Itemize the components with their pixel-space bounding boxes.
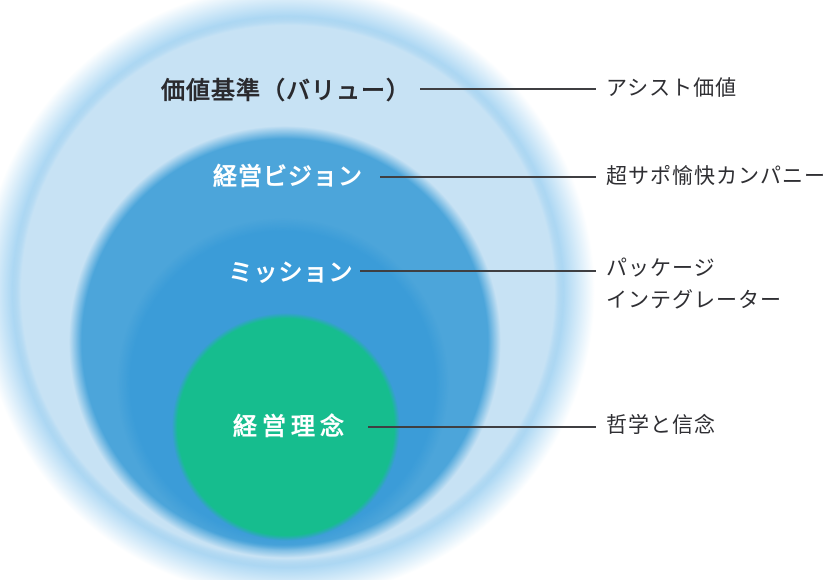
annotation-philosophy: 哲学と信念 [606,414,716,437]
connector-line-philosophy [368,426,596,428]
annotation-mission: パッケージ インテグレーター [606,253,782,317]
ring-philosophy-label: 経営理念 [233,413,349,441]
ring-philosophy-circle [172,313,400,541]
connector-line-mission [360,270,596,272]
annotation-mission-line1: パッケージ [606,257,716,280]
connector-line-vision [380,176,596,178]
ring-mission-label: ミッション [228,259,354,287]
ring-vision-label: 経営ビジョン [213,163,363,191]
annotation-values: アシスト価値 [606,77,738,100]
connector-line-values [420,88,596,90]
ring-values-label: 価値基準（バリュー） [161,77,411,105]
annotation-mission-line2: インテグレーター [606,289,782,312]
annotation-vision: 超サポ愉快カンパニー [606,165,826,188]
